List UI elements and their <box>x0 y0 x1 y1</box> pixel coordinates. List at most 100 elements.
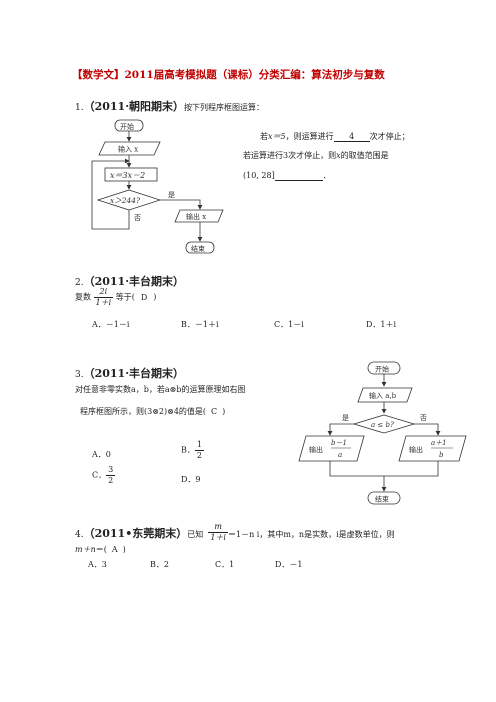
flow-output-left-label: 输出 <box>309 445 323 454</box>
blank-line <box>274 171 323 181</box>
flow-output-right-num: a＋1 <box>431 439 447 447</box>
label: B． <box>181 445 195 455</box>
option-a: A．3 <box>88 560 107 569</box>
flow-assign <box>104 167 158 182</box>
flow-output-left-num: b－1 <box>331 439 347 447</box>
option-b: B．2 <box>150 560 169 569</box>
flow-output-left-den: a <box>338 451 342 459</box>
flow-end-label: 结束 <box>191 244 205 253</box>
numerator: 1 <box>194 440 204 451</box>
flow-assign-label: x＝3x－2 <box>110 171 145 180</box>
flow-input <box>98 141 161 156</box>
text: 程序框图所示，则(3⊗2)⊗4的值是( <box>80 407 207 416</box>
text: ) <box>122 545 126 554</box>
label: C． <box>92 470 107 480</box>
flow-output <box>174 209 224 223</box>
question-number: 3. <box>75 370 84 380</box>
answer: C <box>211 407 218 416</box>
flow-input <box>357 387 413 403</box>
q1-line-3: (10, 28] ． <box>243 170 331 181</box>
option-d: D．9 <box>181 475 201 484</box>
flow-output-right-den: b <box>439 451 444 459</box>
text: 已知 <box>187 530 204 539</box>
question-3-header: 3.（2011·丰台期末） <box>75 362 184 381</box>
question-source: （2011•东莞期末） <box>83 527 188 540</box>
q3-line-2: 程序框图所示，则(3⊗2)⊗4的值是( C) <box>80 406 225 417</box>
expression: m＋n <box>75 545 96 554</box>
flowchart-q1: 开始 输入 x x＝3x－2 x＞244? 是 否 输出 x 结束 <box>91 119 224 254</box>
flow-output-left <box>298 435 365 462</box>
flow-output-right-label: 输出 <box>409 445 423 454</box>
answer: D <box>140 292 148 302</box>
question-2-header: 2.（2011·丰台期末） <box>75 270 184 289</box>
flowchart-q3: 开始 输入 a,b a ≤ b? 是 否 输出 b－1 a 输出 a＋1 b 结… <box>298 361 467 505</box>
flow-start-label: 开始 <box>375 365 389 374</box>
text: 的取值范围是 <box>340 151 389 160</box>
page-title: 【数学文】2011届高考模拟题（课标）分类汇编：算法初步与复数 <box>72 69 385 81</box>
text: ＝( <box>95 545 107 554</box>
option-a: A．0 <box>92 450 111 459</box>
denominator: 2 <box>108 476 114 485</box>
denominator: 2 <box>196 451 202 460</box>
question-source: （2011·丰台期末） <box>83 367 185 380</box>
text: ，则运算进行 <box>285 132 334 141</box>
text: 复数 <box>75 292 91 302</box>
question-number: 4. <box>75 530 84 540</box>
denominator: 1＋i <box>95 298 112 307</box>
text: ) <box>222 407 226 416</box>
text: 若运算进行3次才停止，则 <box>243 151 337 160</box>
option-a: A．－1－i <box>92 320 130 329</box>
denominator: 1＋i <box>210 533 226 542</box>
variable: x <box>336 151 341 160</box>
question-prompt: 按下列程序框图运算： <box>184 103 265 112</box>
answer-blank-1: 4 <box>333 132 370 142</box>
question-1-header: 1.（2011·朝阳期末）按下列程序框图运算： <box>75 95 264 114</box>
option-c: C．1－i <box>274 320 304 329</box>
text: 次才停止； <box>369 132 410 141</box>
flow-start-label: 开始 <box>120 122 134 131</box>
q1-line-2: 若运算进行3次才停止，则x的取值范围是 <box>243 150 389 161</box>
q4-line-2: m＋n＝( A) <box>75 544 126 555</box>
question-number: 2. <box>75 278 84 288</box>
flow-end-label: 结束 <box>375 495 389 504</box>
flow-input-label: 输入 a,b <box>369 391 397 400</box>
numerator: m <box>208 523 228 533</box>
answer: A <box>111 545 118 554</box>
option-d: D．－1 <box>275 560 303 569</box>
flow-no-label: 否 <box>420 414 427 422</box>
flow-yes-label: 是 <box>168 191 175 199</box>
flow-input-label: 输入 x <box>118 145 138 154</box>
flow-output-label: 输出 x <box>186 212 206 221</box>
numerator: 3 <box>106 465 116 476</box>
flow-no-label: 否 <box>134 214 141 222</box>
text: ) <box>153 292 157 302</box>
flow-end <box>185 241 215 254</box>
numerator: 2i <box>93 288 114 298</box>
text: ． <box>322 171 331 180</box>
text: ＝1－n i，其中m，n是实数，i是虚数单位，则 <box>228 530 395 539</box>
text: 若 <box>260 132 268 141</box>
question-source: （2011·朝阳期末） <box>83 100 185 113</box>
flow-condition-label: a ≤ b? <box>371 421 394 429</box>
question-number: 1. <box>75 103 84 113</box>
q3-line-1: 对任意非零实数a，b，若a⊗b的运算原理如右图 <box>75 385 246 394</box>
option-c: C．1 <box>215 560 235 569</box>
flow-end <box>367 491 401 505</box>
flow-condition-label: x＞244? <box>110 196 141 205</box>
answer-blank-2: (10, 28] <box>243 171 275 180</box>
text: 等于( <box>115 292 135 302</box>
condition: x＝5 <box>268 132 286 141</box>
flow-condition <box>352 414 416 434</box>
flow-output-right <box>398 435 467 462</box>
option-b: B．－1＋i <box>181 320 219 329</box>
option-d: D．1＋i <box>366 320 397 329</box>
